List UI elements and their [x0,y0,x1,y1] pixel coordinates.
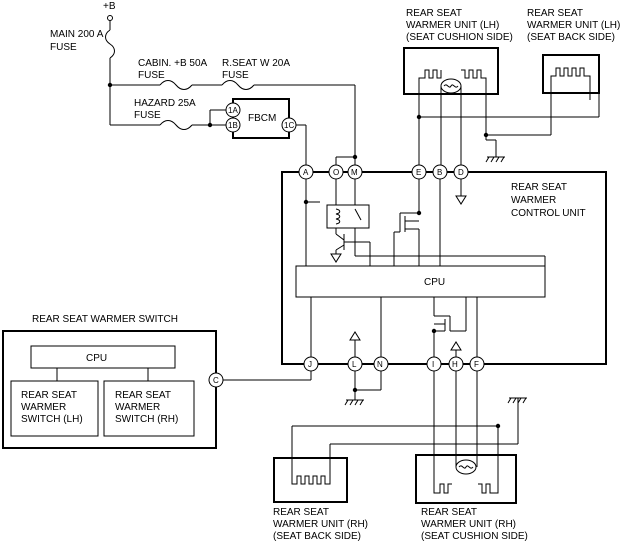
battery-label: +B [103,1,116,12]
cabin-fuse-symbol [159,80,193,90]
rseat-fuse-label-2: FUSE [222,70,249,81]
control-unit-label-3: CONTROL UNIT [511,208,586,219]
ground-arrow-1 [330,253,342,263]
control-unit-label-1: REAR SEAT [511,182,567,193]
switch-rh-label-2: WARMER [115,402,160,413]
svg-text:N: N [377,360,383,369]
unit-rh-back-label-3: (SEAT BACK SIDE) [273,531,361,542]
unit-lh-cushion-label-1: REAR SEAT [406,8,462,19]
cpu-label: CPU [424,277,445,288]
hazard-fuse-symbol [159,120,193,130]
switch-rh-label-3: SWITCH (RH) [115,414,178,425]
svg-text:I: I [432,360,434,369]
switch-lh-label-3: SWITCH (LH) [21,414,83,425]
unit-lh-back-label-3: (SEAT BACK SIDE) [527,32,615,43]
switch-cpu-label: CPU [86,353,107,364]
svg-text:O: O [333,168,339,177]
svg-text:F: F [474,360,479,369]
unit-rh-cushion-label-3: (SEAT CUSHION SIDE) [421,531,528,542]
svg-text:D: D [458,168,464,177]
switch-rh-label-1: REAR SEAT [115,390,171,401]
relay-coil [335,208,341,225]
hazard-fuse-label-1: HAZARD 25A [134,98,196,109]
switch-lh-box[interactable] [10,380,99,437]
svg-text:H: H [452,360,458,369]
fbcm-pin-1b [225,117,241,133]
unit-rh-back-label-1: REAR SEAT [273,507,329,518]
battery-terminal [107,15,113,21]
heater-element-rh-cushion [433,455,452,494]
unit-rh-cushion-label-1: REAR SEAT [421,507,477,518]
relay-box [326,204,370,229]
switch-lh-label-1: REAR SEAT [21,390,77,401]
heater-element-lh-cushion [418,69,442,94]
svg-text:L: L [352,360,357,369]
unit-rh-back-label-2: WARMER UNIT (RH) [273,519,368,530]
power-arrow-1 [349,331,361,341]
unit-rh-cushion-label-2: WARMER UNIT (RH) [421,519,516,530]
svg-text:B: B [437,168,442,177]
svg-text:E: E [416,168,421,177]
unit-lh-cushion-label-3: (SEAT CUSHION SIDE) [406,32,513,43]
switch-title: REAR SEAT WARMER SWITCH [32,314,178,325]
unit-lh-back-label-1: REAR SEAT [527,8,583,19]
unit-rh-back-box [273,457,348,503]
svg-text:C: C [213,376,219,385]
svg-text:1B: 1B [228,121,238,130]
relay-switch [354,208,362,221]
fbcm-label: FBCM [248,113,276,124]
svg-text:M: M [351,168,358,177]
hazard-fuse-label-2: FUSE [134,110,161,121]
switch-lh-label-2: WARMER [21,402,66,413]
svg-text:A: A [303,168,309,177]
svg-text:1A: 1A [228,106,238,115]
cabin-fuse-label-2: FUSE [138,70,165,81]
switch-rh-box[interactable] [103,380,195,437]
ground-arrow-2 [455,195,467,205]
main-fuse-label-2: FUSE [50,42,77,53]
switch-cpu-box [30,345,176,369]
svg-text:1C: 1C [284,121,294,130]
power-arrow-2 [450,341,462,351]
rseat-fuse-label-1: R.SEAT W 20A [222,58,290,69]
main-fuse-label-1: MAIN 200 A [50,29,104,40]
heater-element-lh-back [550,67,591,93]
control-unit-label-2: WARMER [511,195,556,206]
unit-lh-back-label-2: WARMER UNIT (LH) [527,20,620,31]
unit-lh-cushion-label-2: WARMER UNIT (LH) [406,20,499,31]
main-fuse-symbol [105,29,115,59]
heater-element-rh-back [291,458,331,485]
cabin-fuse-label-1: CABIN. +B 50A [138,58,208,69]
cpu-box [295,265,546,298]
svg-text:J: J [308,360,312,369]
rseat-fuse-symbol [221,80,255,90]
fbcm-pin-1a [225,102,241,118]
